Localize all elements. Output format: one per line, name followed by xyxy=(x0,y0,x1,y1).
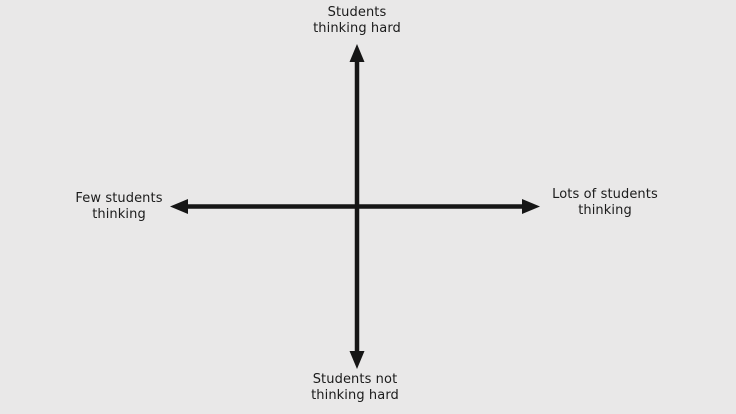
axis-label-right: Lots of students thinking xyxy=(525,187,685,218)
up-arrowhead-icon xyxy=(349,44,365,62)
axis-label-bottom: Students not thinking hard xyxy=(275,372,435,403)
axis-label-left-line1: Few students xyxy=(75,191,163,206)
axis-label-top-line2: thinking hard xyxy=(313,20,401,36)
axis-label-bottom-line1: Students not xyxy=(312,372,398,387)
axis-label-top-line1: Students xyxy=(327,5,387,20)
left-arrowhead-icon xyxy=(170,199,188,214)
axis-label-right-line2: thinking xyxy=(578,202,632,218)
down-arrowhead-icon xyxy=(349,351,365,369)
right-arrowhead-icon xyxy=(522,199,540,214)
axis-label-right-line1: Lots of students xyxy=(552,187,658,202)
axis-label-left-line2: thinking xyxy=(92,206,146,222)
axis-label-bottom-line2: thinking hard xyxy=(311,387,399,403)
axis-label-top: Students thinking hard xyxy=(277,5,437,36)
axis-label-left: Few students thinking xyxy=(39,191,199,222)
